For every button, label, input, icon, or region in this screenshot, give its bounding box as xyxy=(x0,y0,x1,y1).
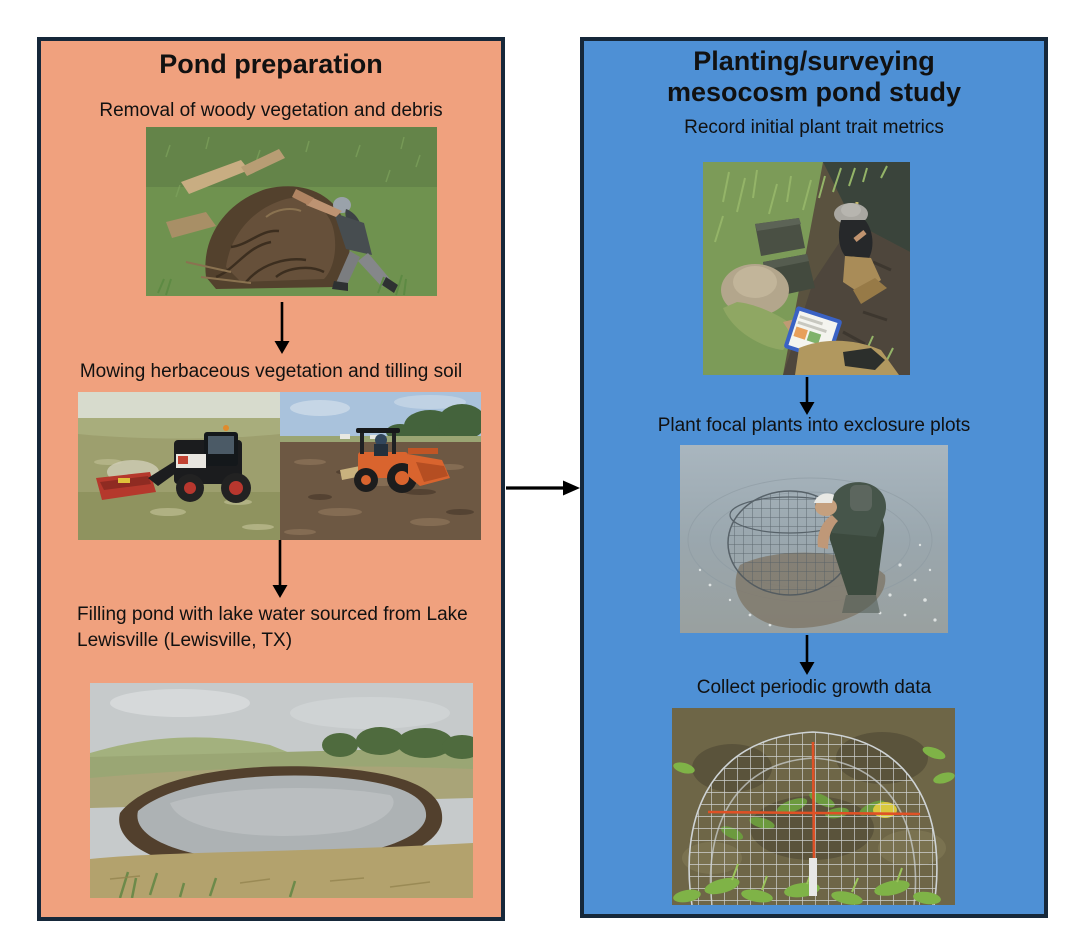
recording-plant-traits-photo xyxy=(703,162,910,375)
tractor xyxy=(340,428,450,493)
step-label-mowing: Mowing herbaceous vegetation and tilling… xyxy=(79,361,463,382)
plants-in-front xyxy=(673,746,955,905)
telehandler xyxy=(174,425,251,503)
tractor-tilling-photo xyxy=(280,392,481,540)
planting-exclosure-photo xyxy=(680,445,948,633)
down-arrow-icon xyxy=(272,540,288,598)
right-arrow-icon xyxy=(506,480,580,496)
pvc-marker-pipe xyxy=(809,858,817,896)
pond-filled-photo xyxy=(90,683,473,898)
person-pulling-stump xyxy=(292,189,398,293)
down-arrow-icon xyxy=(799,377,815,415)
wading-researcher xyxy=(814,482,886,613)
step-label-plant-focal: Plant focal plants into exclosure plots xyxy=(657,415,971,436)
kneeling-researcher xyxy=(834,201,887,304)
planting-surveying-panel: Planting/surveying mesocosm pond study R… xyxy=(580,37,1048,918)
step-label-growth-data: Collect periodic growth data xyxy=(696,677,932,698)
left-panel-title: Pond preparation xyxy=(159,49,383,79)
step-label-record-traits: Record initial plant trait metrics xyxy=(684,117,944,138)
step-label-removal: Removal of woody vegetation and debris xyxy=(99,100,443,121)
orange-cross-marker xyxy=(707,741,921,861)
telehandler-mowing-photo xyxy=(78,392,280,540)
pond-preparation-panel: Pond preparation Removal of woody vegeta… xyxy=(37,37,505,921)
right-panel-title: Planting/surveying mesocosm pond study xyxy=(666,46,962,107)
down-arrow-icon xyxy=(799,635,815,675)
down-arrow-icon xyxy=(274,302,290,354)
step-label-filling: Filling pond with lake water sourced fro… xyxy=(77,604,468,651)
note-taking-researcher xyxy=(721,264,899,375)
stump-removal-photo xyxy=(146,127,437,296)
exclosure-cage-closeup-photo xyxy=(672,708,955,905)
